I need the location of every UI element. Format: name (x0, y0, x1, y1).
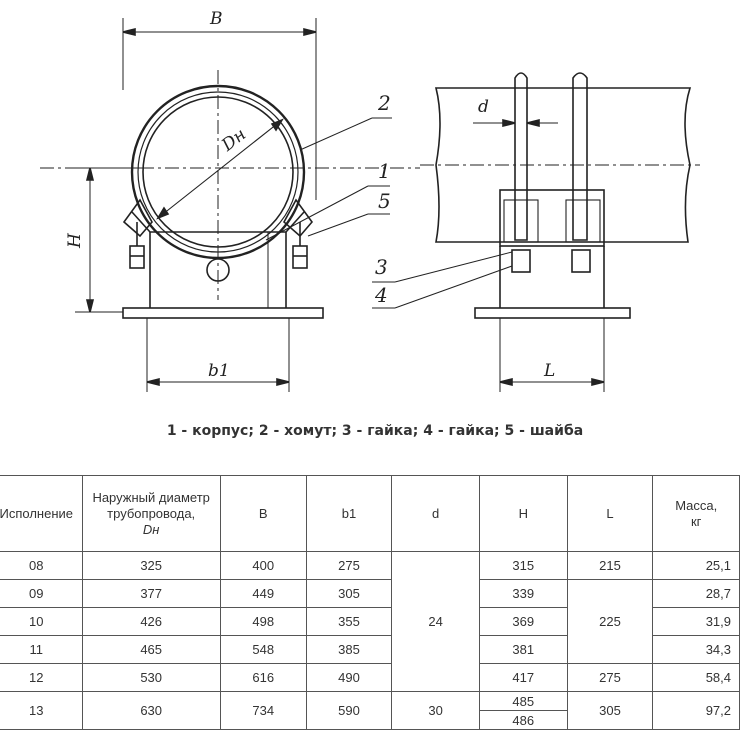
cell-b1: 305 (305, 579, 393, 608)
cell-variant: 09 (0, 579, 83, 608)
dim-label-Dn: Dн (217, 125, 250, 157)
header-dn-line1: Наружный диаметр (92, 489, 210, 505)
cell-variant: 13 (0, 691, 83, 730)
cell-mass: 97,2 (652, 691, 740, 730)
header-mass-line1: Масса, (675, 497, 718, 513)
cell-L: 275 (566, 663, 654, 692)
cell-b1: 355 (305, 607, 393, 636)
cell-B: 734 (219, 691, 307, 730)
spec-table: Исполнение Наружный диаметр трубопровода… (0, 475, 740, 730)
dim-label-b1: b1 (208, 361, 230, 381)
cell-L: 305 (566, 691, 654, 730)
cell-H: 381 (478, 635, 568, 664)
cell-dn: 426 (81, 607, 221, 636)
dim-label-d: d (478, 97, 489, 117)
cell-b1: 275 (305, 551, 393, 580)
callout-4: 4 (374, 283, 388, 307)
header-b1: b1 (305, 475, 393, 552)
cell-variant: 11 (0, 635, 83, 664)
cell-b1: 490 (305, 663, 393, 692)
cell-mass: 58,4 (652, 663, 740, 692)
table-row: 12 530 616 490 417 275 58,4 (0, 663, 740, 692)
cell-H: 417 (478, 663, 568, 692)
header-mass-line2: кг (690, 513, 702, 529)
cell-H: 369 (478, 607, 568, 636)
side-pipe (434, 87, 692, 243)
dim-label-B: B (209, 9, 223, 29)
parts-legend: 1 - корпус; 2 - хомут; 3 - гайка; 4 - га… (166, 423, 584, 439)
cell-dn: 377 (81, 579, 221, 608)
cell-H: 339 (478, 579, 568, 608)
cell-H-lower: 486 (478, 710, 568, 730)
header-dn-line3: Dн (142, 521, 160, 537)
callout-1: 1 (378, 159, 391, 183)
cell-dn: 325 (81, 551, 221, 580)
cell-mass: 28,7 (652, 579, 740, 608)
table-row: 10 426 498 355 369 31,9 (0, 607, 740, 636)
cell-dn: 530 (81, 663, 221, 692)
header-variant: Исполнение (0, 475, 83, 552)
front-view (40, 18, 420, 392)
dim-label-H: H (65, 232, 85, 249)
header-L: L (566, 475, 654, 552)
header-dn-line2: трубопровода, (107, 505, 196, 521)
cell-mass: 25,1 (652, 551, 740, 580)
header-outer-diameter: Наружный диаметр трубопровода, Dн (81, 475, 221, 552)
cell-d-group: 24 (391, 551, 480, 692)
cell-d: 30 (391, 691, 480, 730)
table-row: 13 630 734 590 30 485 305 97,2 (0, 691, 740, 730)
cell-H: 315 (478, 551, 568, 580)
callout-3: 3 (375, 255, 388, 279)
table-header-row: Исполнение Наружный диаметр трубопровода… (0, 475, 740, 552)
table-row-sub: 486 (0, 710, 740, 730)
callout-2: 2 (377, 91, 391, 115)
cell-mass: 31,9 (652, 607, 740, 636)
table-row: 09 377 449 305 339 225 28,7 (0, 579, 740, 664)
saddle-top (131, 211, 305, 233)
body-hole (206, 258, 230, 282)
cell-mass: 34,3 (652, 635, 740, 664)
base-plate (122, 307, 324, 319)
header-mass: Масса, кг (652, 475, 740, 552)
header-H: H (478, 475, 568, 552)
cell-variant: 10 (0, 607, 83, 636)
cell-B: 400 (219, 551, 307, 580)
table-row: 08 325 400 275 24 315 215 25,1 (0, 551, 740, 692)
cell-B: 616 (219, 663, 307, 692)
cell-B: 449 (219, 579, 307, 608)
cell-L-group: 225 (566, 579, 654, 664)
cell-dn: 630 (81, 691, 221, 730)
table-row: 11 465 548 385 381 34,3 (0, 635, 740, 664)
cell-variant: 08 (0, 551, 83, 580)
cell-dn: 465 (81, 635, 221, 664)
side-view (372, 72, 700, 392)
technical-drawing: B Dн H b1 d L 2 1 5 3 4 (40, 9, 700, 392)
cell-variant: 12 (0, 663, 83, 692)
callout-5: 5 (378, 189, 391, 213)
header-d: d (391, 475, 480, 552)
cell-B: 548 (219, 635, 307, 664)
cell-H-upper: 485 (478, 691, 568, 711)
cell-b1: 590 (305, 691, 393, 730)
cell-b1: 385 (305, 635, 393, 664)
dim-label-L: L (543, 361, 555, 381)
cell-B: 498 (219, 607, 307, 636)
cell-L: 215 (566, 551, 654, 580)
header-B: B (219, 475, 307, 552)
